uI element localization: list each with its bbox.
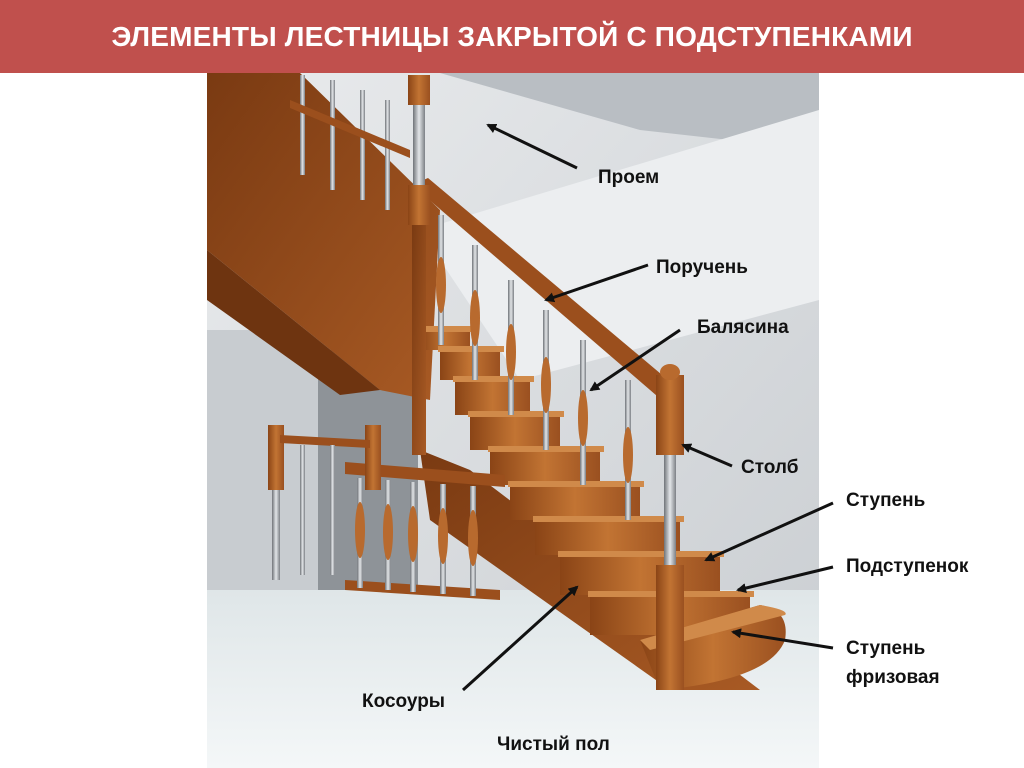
ceiling-opening (440, 73, 819, 150)
arrow-step (704, 501, 834, 562)
label-frieze-step-line1: Ступень (846, 638, 926, 659)
arrow-post (681, 443, 733, 468)
arrow-opening (486, 123, 578, 170)
label-stringers: Косоуры (362, 691, 446, 712)
steps-main-flight (418, 326, 754, 635)
front-railing (268, 425, 505, 600)
arrow-stringers (461, 585, 579, 692)
arrow-riser (736, 565, 834, 593)
arrow-handrail (544, 263, 649, 303)
label-post: Столб (741, 457, 799, 478)
balusters-main (436, 215, 633, 520)
annotation-arrows (461, 123, 834, 692)
upper-flight (207, 73, 440, 400)
label-step: Ступень (846, 490, 926, 511)
label-riser: Подступенок (846, 556, 969, 577)
label-opening: Проем (598, 167, 660, 188)
landing-post (408, 75, 430, 455)
arrow-baluster (589, 328, 681, 392)
label-handrail: Поручень (656, 257, 748, 278)
label-finished-floor: Чистый пол (497, 734, 610, 755)
title-bar: ЭЛЕМЕНТЫ ЛЕСТНИЦЫ ЗАКРЫТОЙ С ПОДСТУПЕНКА… (0, 0, 1024, 73)
arrow-frieze-step (731, 628, 834, 650)
slide-title: ЭЛЕМЕНТЫ ЛЕСТНИЦЫ ЗАКРЫТОЙ С ПОДСТУПЕНКА… (111, 20, 913, 52)
newel-post (656, 364, 684, 690)
label-frieze-step-line2: фризовая (846, 667, 940, 688)
label-baluster: Балясина (697, 317, 789, 338)
handrail-main (412, 178, 680, 402)
